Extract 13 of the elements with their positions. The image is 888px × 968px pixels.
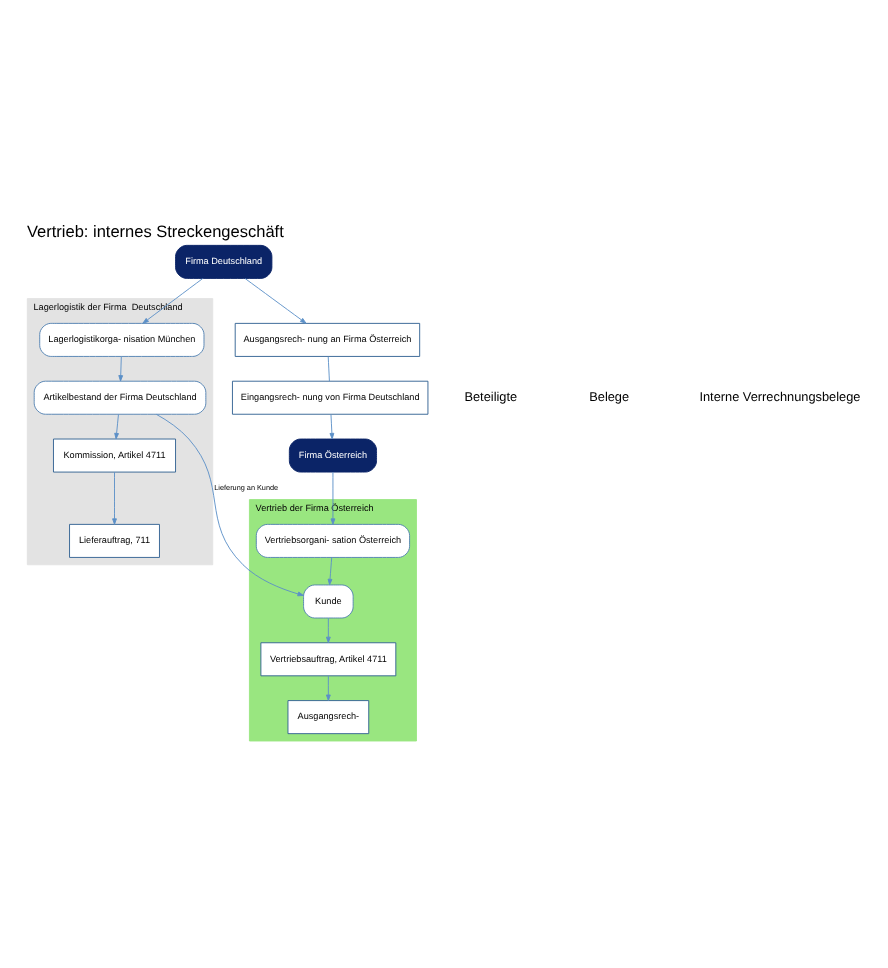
arrow [112,471,117,525]
diagram-title: Vertrieb: internes Streckengeschäft [26,222,284,241]
arrow [142,278,204,324]
arrow [114,414,119,440]
arrow [155,413,304,597]
arrow [325,617,331,644]
connector [327,356,330,382]
arrow [118,356,124,382]
arrow [330,471,336,525]
arrow [327,557,333,586]
arrow [244,278,307,324]
arrow [329,414,335,440]
arrow [325,675,331,701]
